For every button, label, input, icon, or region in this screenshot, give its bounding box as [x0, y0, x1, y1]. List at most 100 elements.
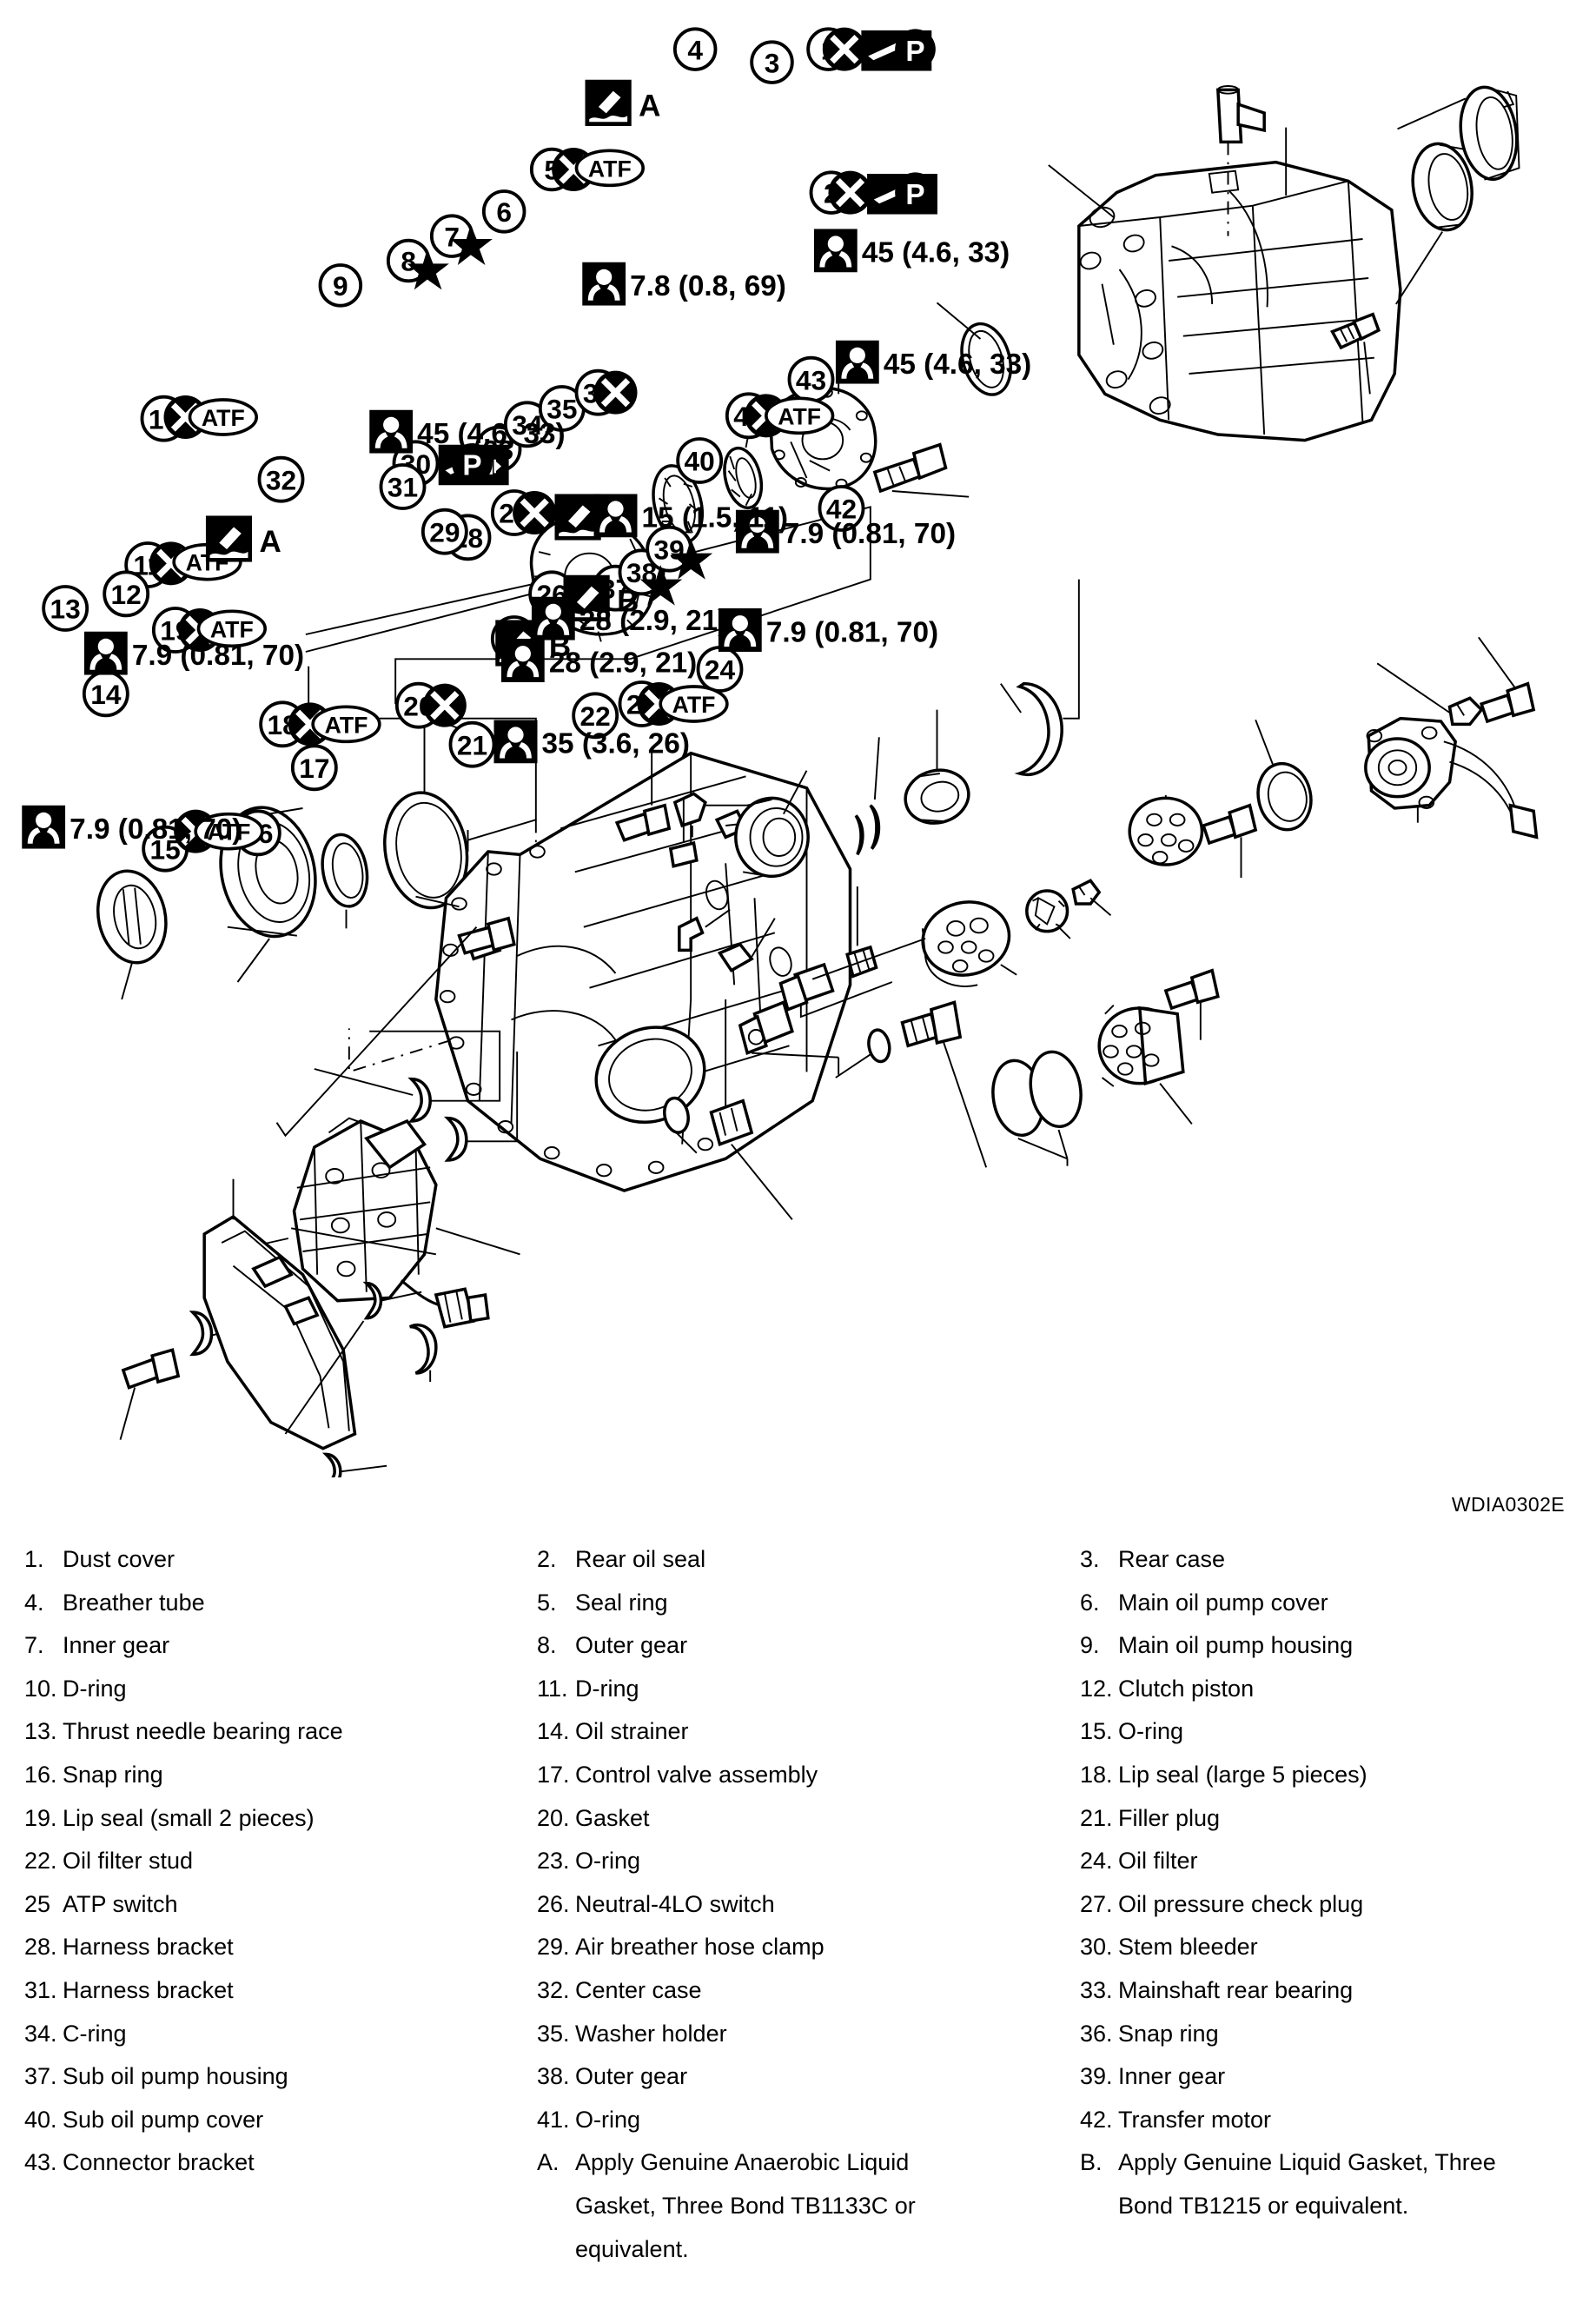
torque-spec: 35 (3.6, 26) — [493, 720, 690, 764]
svg-text:28 (2.9, 21): 28 (2.9, 21) — [579, 605, 727, 637]
part-name: Harness bracket — [63, 1976, 234, 2003]
svg-text:A: A — [260, 525, 281, 559]
part-list-item: 29.Air breather hose clamp — [513, 1926, 1056, 1969]
part-rear-oil-seal — [1411, 142, 1473, 232]
callout-29: 29 — [421, 508, 468, 555]
part-list-item: 21.Filler plug — [1056, 1797, 1596, 1841]
part-number: 31. — [24, 1976, 57, 2003]
part-number: 7. — [24, 1632, 44, 1659]
bracket-group — [614, 747, 776, 972]
part-name: Rear case — [1118, 1546, 1226, 1572]
callout-21: 21 — [448, 720, 496, 768]
part-seal-ring — [960, 322, 1013, 396]
torque-spec-layer: 45 (4.6, 33) 45 (4.6, 33) 45 (4.6, 33) 7… — [22, 229, 1031, 849]
note-letter: A. — [537, 2149, 560, 2176]
star-icon — [670, 539, 713, 580]
part-inner-gear — [723, 446, 764, 510]
part-list-item: 39.Inner gear — [1056, 2055, 1596, 2099]
part-name: D-ring — [575, 1675, 639, 1702]
torque-spec: 28 (2.9, 21) — [500, 639, 697, 682]
callout-42: 42 — [818, 485, 865, 532]
part-number: 10. — [24, 1675, 57, 1702]
callout-22: 22 — [572, 692, 619, 740]
svg-text:7.9 (0.81, 70): 7.9 (0.81, 70) — [132, 640, 304, 672]
part-name: Inner gear — [1118, 2063, 1226, 2090]
part-list-item: 41.O-ring — [513, 2099, 1056, 2142]
part-valve-bolt — [457, 916, 516, 955]
part-list-item: 12.Clutch piston — [1056, 1668, 1596, 1711]
part-filter-bolt — [1163, 968, 1220, 1011]
part-list-item: 16.Snap ring — [0, 1754, 513, 1797]
part-thrust-needle-bearing-race — [96, 869, 168, 965]
svg-text:7.9 (0.81, 70): 7.9 (0.81, 70) — [70, 813, 242, 846]
svg-text:24: 24 — [705, 654, 736, 686]
callout-13: 13 — [42, 585, 89, 632]
part-number: 15. — [1080, 1718, 1113, 1745]
svg-text:7.8 (0.8, 69): 7.8 (0.8, 69) — [630, 270, 786, 302]
part-list-item: 38.Outer gear — [513, 2055, 1056, 2099]
part-dust-cover — [1459, 85, 1520, 182]
part-number: 36. — [1080, 2020, 1113, 2047]
part-name: Stem bleeder — [1118, 1934, 1258, 1961]
part-name: Gasket — [575, 1804, 650, 1831]
clutch-piston-group — [96, 666, 537, 1073]
note-text: Apply Genuine Anaerobic Liquid Gasket, T… — [575, 2149, 916, 2262]
part-neutral-4lo-switch — [778, 962, 835, 1012]
torque-spec: 7.9 (0.81, 70) — [83, 631, 304, 675]
svg-text:22: 22 — [580, 700, 611, 732]
exploded-view-diagram: .ln {stroke:#000; stroke-width:1.15; fil… — [22, 27, 1539, 1477]
part-name: Oil filter stud — [63, 1848, 194, 1875]
torque-spec: 7.9 (0.81, 70) — [735, 509, 956, 554]
replace-icon — [593, 370, 638, 415]
part-name: Breather tube — [63, 1589, 205, 1616]
part-list-item: 5.Seal ring — [513, 1582, 1056, 1625]
part-name: Outer gear — [575, 1632, 688, 1659]
part-strainer-bolt-left — [121, 1348, 181, 1390]
part-list-item: 8. Outer gear — [513, 1624, 1056, 1668]
part-name: Connector bracket — [63, 2149, 255, 2176]
atf-icon: ATF — [574, 149, 645, 188]
part-number: 5. — [537, 1589, 557, 1616]
replace-icon — [513, 491, 557, 534]
part-number: 25 — [24, 1890, 51, 1917]
torque-spec: 7.9 (0.81, 70) — [718, 608, 938, 652]
part-name: Thrust needle bearing race — [63, 1718, 343, 1745]
svg-text:9: 9 — [333, 270, 348, 302]
part-name: D-ring — [63, 1675, 127, 1702]
part-sub-outer-gear — [1025, 889, 1070, 933]
part-number: 22. — [24, 1848, 57, 1875]
svg-text:ATF: ATF — [588, 156, 632, 182]
part-number: 16. — [24, 1761, 57, 1788]
note-text: Apply Genuine Liquid Gasket, Three Bond … — [1118, 2149, 1496, 2219]
part-oil-filter — [1097, 1004, 1185, 1087]
p-icon: P — [452, 443, 493, 484]
part-number: 38. — [537, 2063, 570, 2090]
part-sub-oil-pump-housing — [921, 900, 1011, 987]
part-name: Oil strainer — [575, 1718, 689, 1745]
part-number: 18. — [1080, 1761, 1113, 1788]
replace-icon — [822, 27, 866, 71]
svg-text:28 (2.9, 21): 28 (2.9, 21) — [549, 647, 697, 679]
part-rear-case-bolt — [1330, 312, 1381, 350]
svg-text:32: 32 — [266, 464, 296, 495]
svg-text:8: 8 — [401, 246, 416, 277]
callout-4: 4 — [672, 27, 718, 71]
part-number: 9. — [1080, 1632, 1100, 1659]
part-sub-oil-pump-cover — [1128, 796, 1204, 866]
part-number: 33. — [1080, 1976, 1113, 2003]
part-list-item: 13.Thrust needle bearing race — [0, 1710, 513, 1754]
part-list-item: 34.C-ring — [0, 2013, 513, 2056]
part-number: 8. — [537, 1632, 557, 1659]
part-number: 4. — [24, 1589, 44, 1616]
part-sub-inner-gear — [1071, 879, 1102, 906]
part-number: 11. — [537, 1675, 568, 1702]
svg-text:B: B — [617, 584, 639, 618]
part-list-item: 36.Snap ring — [1056, 2013, 1596, 2056]
part-list-item: 40.Sub oil pump cover — [0, 2099, 513, 2142]
part-name: Inner gear — [63, 1632, 170, 1659]
part-list-item: 20.Gasket — [513, 1797, 1056, 1841]
callout-40: 40 — [676, 437, 724, 484]
atf-icon: ATF — [188, 398, 259, 436]
part-name: Lip seal (large 5 pieces) — [1118, 1761, 1368, 1788]
part-list-item: 22.Oil filter stud — [0, 1840, 513, 1883]
